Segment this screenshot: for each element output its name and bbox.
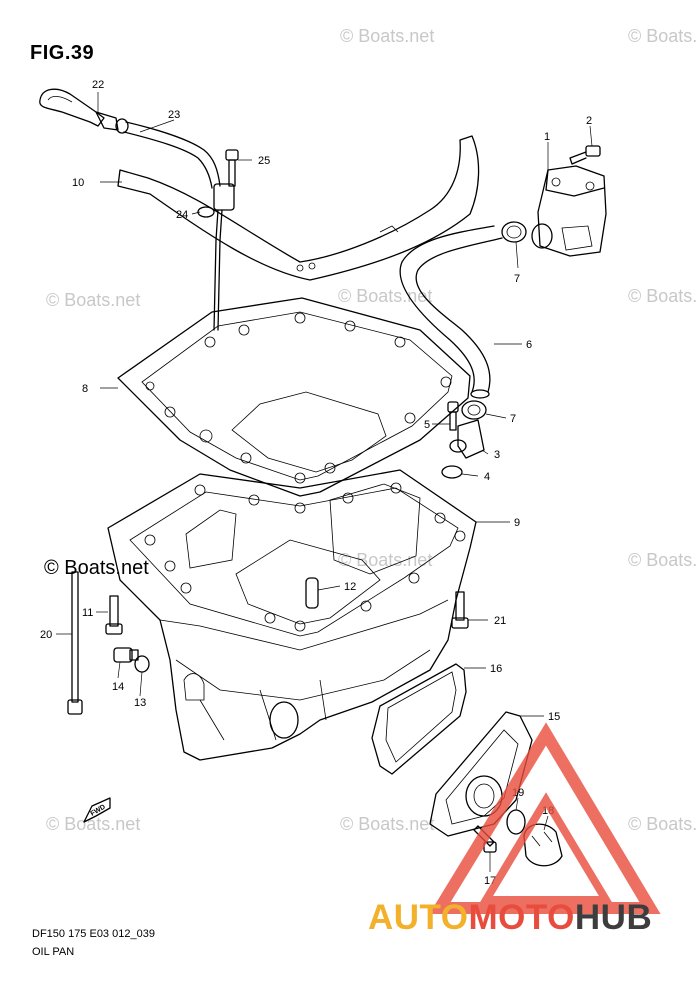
callout-24: 24 (176, 209, 188, 221)
callout-7-lower: 7 (510, 413, 516, 425)
drain-plug-14 (113, 647, 139, 663)
hose-6 (399, 225, 503, 399)
callout-16: 16 (490, 663, 502, 675)
washer-13 (134, 655, 150, 673)
callout-2: 2 (586, 115, 592, 127)
fitting-3 (449, 419, 485, 459)
gasket-8 (117, 297, 471, 497)
brand-part-moto: MOTO (468, 898, 575, 937)
brand-part-hub: HUB (574, 898, 653, 937)
callout-8: 8 (82, 383, 88, 395)
figure-code: DF150 175 E03 012_039 (32, 928, 155, 940)
callout-23: 23 (168, 109, 180, 121)
bolt-2 (569, 145, 601, 165)
fitting-1 (531, 165, 607, 257)
brand-wordmark: AUTOMOTOHUB (368, 898, 652, 938)
figure-title: FIG.39 (30, 42, 95, 64)
callout-1: 1 (544, 131, 550, 143)
hose-clamp-7-lower (461, 400, 487, 420)
leader-lines (56, 92, 593, 872)
dipstick-guide-tube (123, 121, 235, 331)
callout-14: 14 (112, 681, 124, 693)
watermarks: © Boats.net © Boats.net © Boats.net © Bo… (46, 26, 696, 834)
callout-15: 15 (548, 711, 560, 723)
callout-4: 4 (484, 471, 490, 483)
dowel-12 (305, 577, 319, 609)
watermark: © Boats.net (628, 286, 696, 306)
o-ring-4 (441, 465, 463, 479)
callout-3: 3 (494, 449, 500, 461)
watermark: © Boats.net (340, 814, 434, 834)
callout-5: 5 (424, 419, 430, 431)
callout-labels: 22 23 25 10 24 1 2 7 6 8 7 5 3 4 9 12 11… (40, 79, 592, 887)
gasket-strip-10 (117, 135, 480, 281)
watermark: © Boats.net (338, 286, 432, 306)
brand-part-auto: AUTO (368, 898, 469, 937)
bolt-11 (105, 595, 123, 635)
hose-clamp-7-upper (501, 221, 527, 243)
callout-6: 6 (526, 339, 532, 351)
callout-12: 12 (344, 581, 356, 593)
brand-triangle-logo (429, 722, 661, 914)
oil-pan-9 (107, 469, 477, 761)
bolt-5 (447, 401, 459, 431)
watermark: © Boats.net (628, 26, 696, 46)
o-ring-24 (197, 206, 215, 218)
cover-gasket-16 (371, 663, 467, 775)
gasket-8-bolt-holes (145, 312, 452, 484)
callout-7-upper: 7 (514, 273, 520, 285)
bolt-21 (451, 591, 469, 629)
callout-10: 10 (72, 177, 84, 189)
watermark-bold: © Boats.net (44, 557, 149, 579)
figure-name: OIL PAN (32, 946, 75, 958)
callout-22: 22 (92, 79, 104, 91)
oil-pan-9-bolt-holes (144, 482, 466, 632)
dipstick-handle (39, 88, 129, 134)
callout-9: 9 (514, 517, 520, 529)
bolt-25 (225, 149, 239, 187)
seal-19 (506, 809, 526, 835)
callout-13: 13 (134, 697, 146, 709)
watermark: © Boats.net (628, 550, 696, 570)
watermark: © Boats.net (340, 26, 434, 46)
watermark: © Boats.net (628, 814, 696, 834)
callout-11: 11 (82, 607, 93, 619)
bolt-20 (67, 571, 83, 715)
callout-25: 25 (258, 155, 270, 167)
callout-20: 20 (40, 629, 52, 641)
callout-21: 21 (494, 615, 506, 627)
watermark: © Boats.net (46, 814, 140, 834)
watermark: © Boats.net (46, 290, 140, 310)
watermark: © Boats.net (338, 550, 432, 570)
